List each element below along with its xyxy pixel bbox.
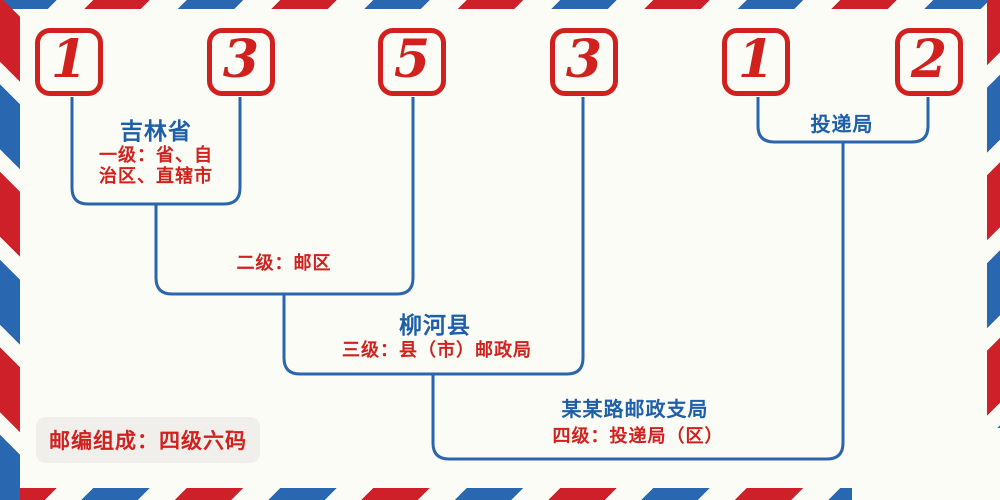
level1-place-label: 吉林省 bbox=[120, 119, 192, 145]
delivery-office-label: 投递局 bbox=[810, 112, 874, 136]
airmail-border-top bbox=[0, 0, 1000, 9]
level1-desc-line2: 治区、直辖市 bbox=[99, 166, 213, 187]
postal-digit: 3 bbox=[565, 29, 603, 90]
postal-digit-box-3: 5 bbox=[378, 28, 446, 96]
postal-digit-box-5: 1 bbox=[722, 28, 790, 96]
postal-digit: 1 bbox=[737, 29, 775, 90]
level4-place-label: 某某路邮政支局 bbox=[561, 397, 709, 421]
airmail-border-bottom bbox=[0, 488, 852, 500]
postal-digit: 2 bbox=[910, 29, 948, 90]
composition-badge-text: 邮编组成：四级六码 bbox=[49, 429, 247, 453]
level2-desc-label: 二级：邮区 bbox=[236, 253, 332, 274]
composition-badge: 邮编组成：四级六码 bbox=[36, 417, 260, 463]
postal-digit: 1 bbox=[50, 29, 88, 90]
postal-digit: 3 bbox=[222, 29, 260, 90]
postal-digit-box-6: 2 bbox=[895, 28, 963, 96]
postal-digit: 5 bbox=[393, 29, 431, 90]
level4-desc-label: 四级：投递局（区） bbox=[552, 426, 724, 447]
postal-digit-box-4: 3 bbox=[550, 28, 618, 96]
postal-digit-box-2: 3 bbox=[207, 28, 275, 96]
level3-place-label: 柳河县 bbox=[399, 313, 471, 339]
level3-desc-label: 三级：县（市）邮政局 bbox=[342, 340, 532, 361]
airmail-border-left bbox=[0, 0, 20, 500]
level1-desc-line1: 一级：省、自 bbox=[99, 145, 213, 166]
postal-digit-box-1: 1 bbox=[35, 28, 103, 96]
airmail-border-right bbox=[987, 0, 1000, 428]
